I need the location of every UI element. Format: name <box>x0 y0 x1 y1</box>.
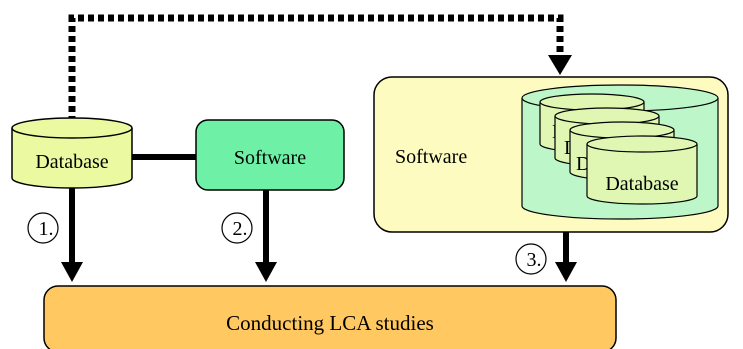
arrow-3-head <box>555 262 577 282</box>
software-label: Software <box>234 147 306 169</box>
software-box: Software <box>195 119 345 191</box>
stacked-database-front: Database <box>586 135 698 205</box>
dotted-link-arrowhead <box>548 55 572 75</box>
database-cylinder: Database <box>11 117 133 189</box>
arrow-1-head <box>61 262 83 282</box>
database-label: Database <box>35 151 108 173</box>
step-1-label: 1. <box>39 218 54 240</box>
step-1-badge: 1. <box>27 212 59 244</box>
arrow-2-head <box>255 262 277 282</box>
step-3-badge: 3. <box>515 243 547 275</box>
lca-studies-box: Conducting LCA studies <box>43 285 617 349</box>
bundled-software-label: Software <box>395 146 467 168</box>
step-2-label: 2. <box>233 218 248 240</box>
dotted-link <box>68 14 564 122</box>
lca-studies-label: Conducting LCA studies <box>226 311 434 335</box>
stacked-database-front-label: Database <box>605 173 678 195</box>
step-3-label: 3. <box>527 249 542 271</box>
step-2-badge: 2. <box>221 212 253 244</box>
